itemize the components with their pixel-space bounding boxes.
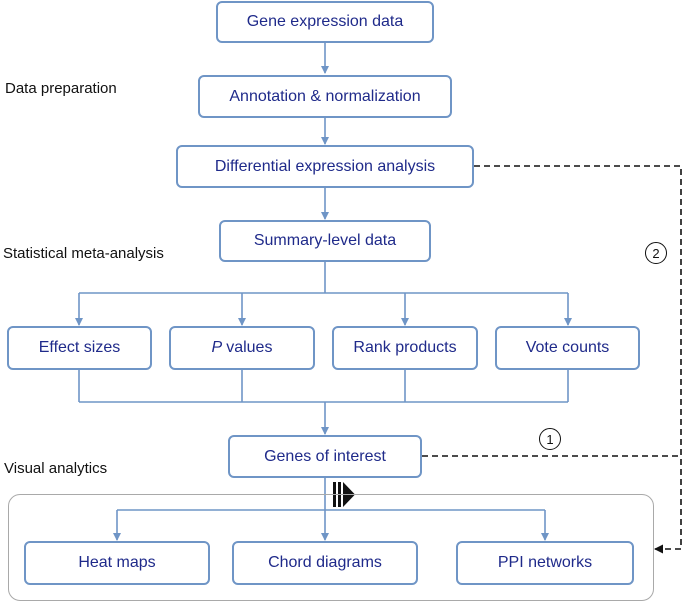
node-chord-diagrams: Chord diagrams [232, 541, 418, 585]
node-p-values: P values [169, 326, 315, 370]
node-vote-counts: Vote counts [495, 326, 640, 370]
node-label: Heat maps [78, 554, 156, 571]
node-heat-maps: Heat maps [24, 541, 210, 585]
node-rank-products: Rank products [332, 326, 478, 370]
node-differential-expression-analysis: Differential expression analysis [176, 145, 474, 188]
node-effect-sizes: Effect sizes [7, 326, 152, 370]
section-label-statistical-meta-analysis: Statistical meta-analysis [3, 245, 164, 262]
node-summary-level-data: Summary-level data [219, 220, 431, 262]
node-ppi-networks: PPI networks [456, 541, 634, 585]
node-gene-expression-data: Gene expression data [216, 1, 434, 43]
node-label: Summary-level data [253, 232, 397, 249]
node-label: Genes of interest [264, 447, 386, 465]
node-genes-of-interest: Genes of interest [228, 435, 422, 478]
node-label: Differential expression analysis [214, 157, 436, 175]
path-marker-1: 1 [539, 428, 561, 450]
node-label: Annotation & normalization [229, 87, 421, 105]
node-label: PPI networks [497, 554, 593, 571]
section-label-visual-analytics: Visual analytics [4, 460, 108, 477]
node-annotation-normalization: Annotation & normalization [198, 75, 452, 118]
dashed-path-2 [474, 165, 682, 549]
node-label: Vote counts [525, 339, 610, 356]
node-label: Chord diagrams [268, 554, 382, 571]
node-label: values [226, 339, 273, 356]
node-label: Rank products [353, 339, 457, 356]
section-label-data-preparation: Data preparation [5, 80, 117, 97]
node-label: Gene expression data [246, 13, 404, 30]
path-marker-2: 2 [645, 242, 667, 264]
node-label-italic: P [211, 339, 223, 356]
visual-analytics-group [8, 494, 654, 601]
node-label: Effect sizes [38, 339, 121, 356]
